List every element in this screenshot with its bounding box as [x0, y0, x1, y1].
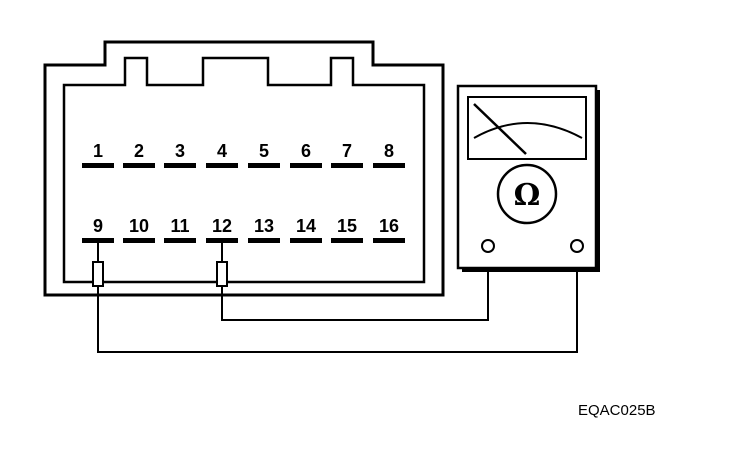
- connector-inner-outline: [62, 56, 426, 284]
- pin-label-5: 5: [259, 141, 269, 161]
- probe-pin-9: [92, 242, 104, 287]
- pin-row-bottom: 9 10 11 12 13 14 15 16: [82, 216, 405, 243]
- pin-row-top: 1 2 3 4 5 6 7 8: [82, 141, 405, 168]
- figure-code: EQAC025B: [578, 402, 656, 419]
- pin-contact-2: [123, 163, 155, 168]
- pin-contact-8: [373, 163, 405, 168]
- pin-label-12: 12: [212, 216, 232, 236]
- pin-label-7: 7: [342, 141, 352, 161]
- lead-pin-12-to-meter: [221, 252, 489, 321]
- pin-label-1: 1: [93, 141, 103, 161]
- pin-contact-5: [248, 163, 280, 168]
- pin-contact-6: [290, 163, 322, 168]
- ohm-dial: [496, 163, 558, 225]
- pin-label-11: 11: [170, 216, 189, 236]
- probe-9-tip: [92, 261, 104, 287]
- pin-contact-14: [290, 238, 322, 243]
- pin-contact-4: [206, 163, 238, 168]
- lead-pin-9-to-meter: [97, 252, 578, 353]
- pin-contact-13: [248, 238, 280, 243]
- pin-label-13: 13: [254, 216, 274, 236]
- pin-contact-16: [373, 238, 405, 243]
- pin-contact-11: [164, 238, 196, 243]
- test-leads: [97, 252, 578, 353]
- connector-outer-outline: [43, 40, 445, 297]
- meter-terminal-right: [570, 239, 584, 253]
- pin-label-16: 16: [379, 216, 399, 236]
- pin-contact-12: [206, 238, 238, 243]
- pin-contact-3: [164, 163, 196, 168]
- probe-pin-12: [216, 242, 228, 287]
- ohmmeter: Ω: [456, 84, 600, 272]
- pin-contact-7: [331, 163, 363, 168]
- meter-terminal-left: [481, 239, 495, 253]
- pin-label-4: 4: [217, 141, 227, 161]
- ohm-symbol-icon: Ω: [514, 178, 541, 213]
- pin-contact-9: [82, 238, 114, 243]
- pin-label-6: 6: [301, 141, 311, 161]
- pin-label-8: 8: [384, 141, 394, 161]
- probe-12-tip: [216, 261, 228, 287]
- pin-contact-1: [82, 163, 114, 168]
- meter-scale-arc: [473, 122, 583, 139]
- pin-label-14: 14: [296, 216, 316, 236]
- meter-display-window: [467, 96, 587, 160]
- pin-contact-15: [331, 238, 363, 243]
- pin-label-10: 10: [129, 216, 149, 236]
- pin-label-15: 15: [337, 216, 357, 236]
- meter-needle: [473, 103, 527, 155]
- pin-label-9: 9: [93, 216, 103, 236]
- pin-contact-10: [123, 238, 155, 243]
- pin-label-3: 3: [175, 141, 185, 161]
- pin-label-2: 2: [134, 141, 144, 161]
- connector-housing: [43, 40, 445, 297]
